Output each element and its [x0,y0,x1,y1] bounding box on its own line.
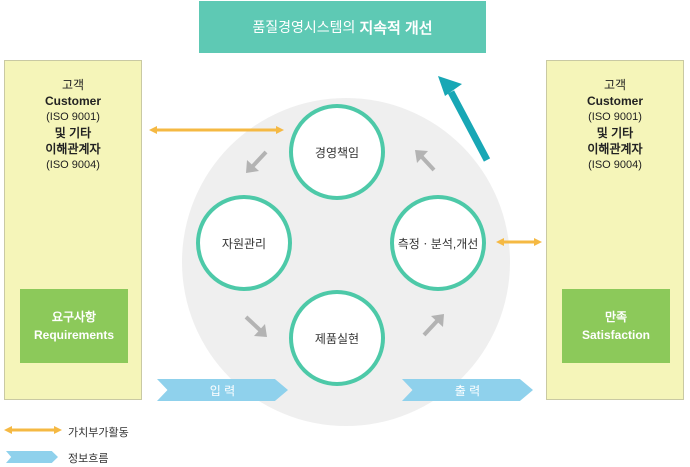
satisfaction-ko: 만족 [604,310,628,324]
title-emphasis: 지속적 개선 [359,19,433,37]
measurement-analysis-improvement-label: 측정ㆍ분석,개선 [397,236,479,251]
cycle-arrow-top-right [415,150,436,172]
product-realization-label: 제품실현 [314,331,360,346]
resource-management-node: 자원관리 [196,195,292,291]
legend-information-swatch [6,451,58,463]
product-realization-node: 제품실현 [289,290,385,386]
iso-9004: (ISO 9004) [46,159,100,171]
requirements-en: Requirements [33,328,115,342]
input-flow-arrow: 입 력 [157,379,288,401]
requirements-ko: 요구사항 [51,310,97,324]
input-label: 입 력 [209,383,236,398]
requirements-box: 요구사항 Requirements [20,289,128,363]
customer-en: Customer [44,94,101,108]
management-responsibility-node: 경영책임 [289,104,385,200]
customer-en: Customer [586,94,643,108]
output-flow-arrow: 출 력 [402,379,533,401]
cycle-arrow-top-left [246,150,268,173]
satisfaction-en: Satisfaction [581,328,650,342]
iso-9004: (ISO 9004) [588,159,642,171]
stakeholders: 이해관계자 [45,142,101,156]
cycle-arrow-bottom-right [422,314,444,337]
title-banner: 품질경영시스템의 지속적 개선 [199,1,486,53]
and-other: 및 기타 [54,126,92,140]
iso-9001: (ISO 9001) [588,111,642,123]
and-other: 및 기타 [596,126,634,140]
title-prefix: 품질경영시스템의 [252,19,356,35]
output-label: 출 력 [454,383,481,398]
customer-panel-left: 고객 Customer (ISO 9001) 및 기타 이해관계자 (ISO 9… [4,60,142,400]
resource-management-label: 자원관리 [221,236,267,251]
customer-panel-right: 고객 Customer (ISO 9001) 및 기타 이해관계자 (ISO 9… [546,60,684,400]
cycle-arrow-bottom-left [244,315,267,337]
stakeholders: 이해관계자 [587,142,643,156]
legend-value-added-label: 가치부가활동 [68,427,129,439]
iso-9001: (ISO 9001) [46,111,100,123]
customer-ko: 고객 [61,78,85,92]
customer-text-right: 고객 Customer (ISO 9001) 및 기타 이해관계자 (ISO 9… [547,77,683,173]
improvement-arrow [438,76,491,162]
customer-ko: 고객 [603,78,627,92]
measurement-analysis-improvement-node: 측정ㆍ분석,개선 [390,195,486,291]
management-responsibility-label: 경영책임 [314,145,360,160]
customer-text-left: 고객 Customer (ISO 9001) 및 기타 이해관계자 (ISO 9… [5,77,141,173]
legend-information-label: 정보흐름 [68,453,109,465]
satisfaction-box: 만족 Satisfaction [562,289,670,363]
